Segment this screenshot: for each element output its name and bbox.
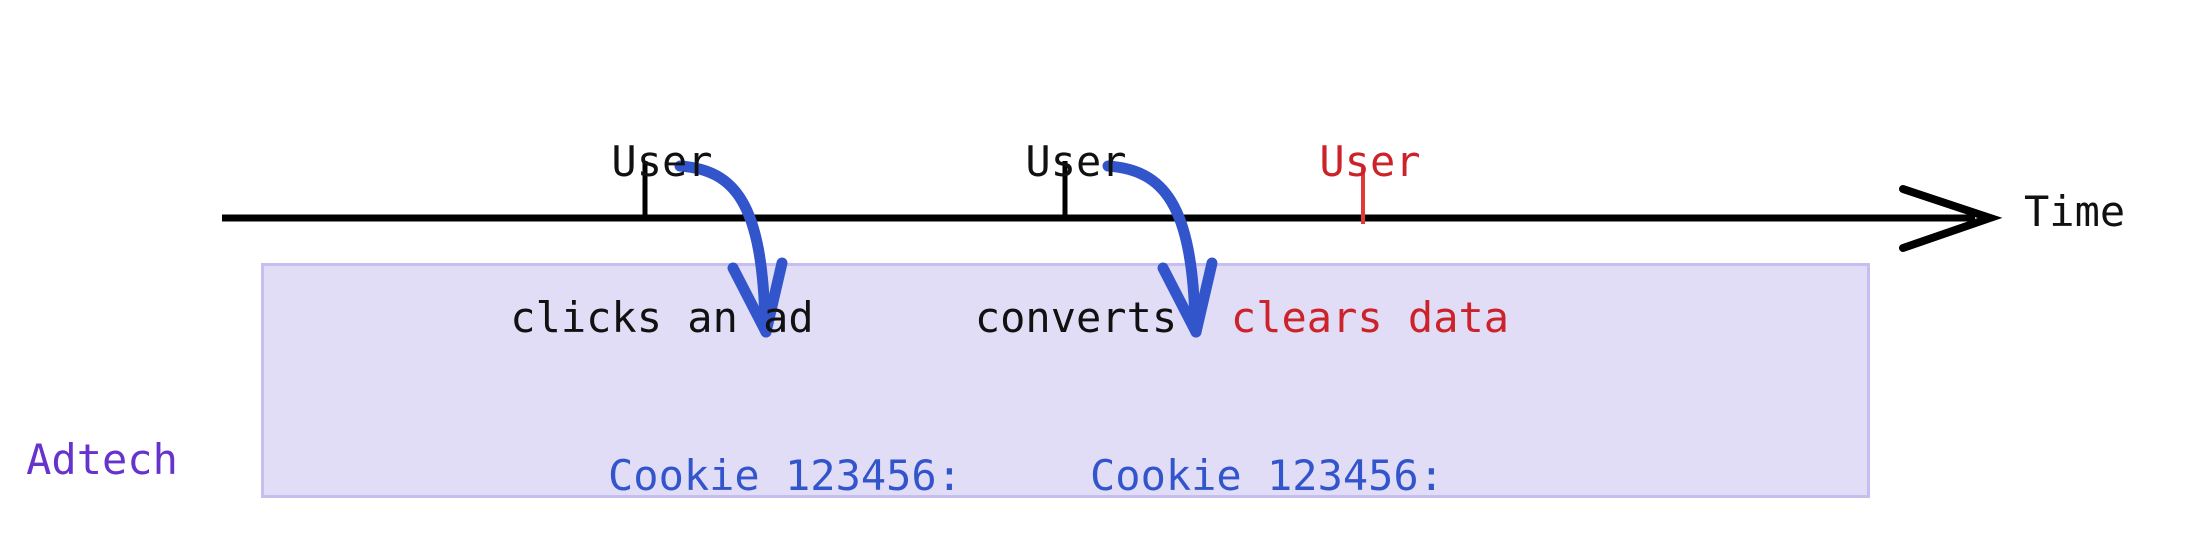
curved-arrow-ad-click — [674, 160, 771, 328]
event-label-conversion-line2: converts — [974, 293, 1178, 342]
log-entry-ad-clicked: Cookie 123456: Ad clicked — [608, 346, 962, 534]
event-label-ad-click-line1: User — [611, 137, 713, 186]
log-entry-converted-line1: Cookie 123456: — [1090, 451, 1445, 500]
log-entry-ad-clicked-line1: Cookie 123456: — [608, 451, 963, 500]
event-label-ad-click: User clicks an ad — [510, 32, 813, 448]
adtech-server-box — [261, 263, 1870, 498]
event-label-clear-data-line2: clears data — [1230, 293, 1510, 342]
timeline-arrowhead-icon — [1899, 185, 2003, 252]
event-label-ad-click-line2: clicks an ad — [510, 293, 814, 342]
event-label-clear-data-line1: User — [1319, 137, 1421, 186]
curved-arrow-ad-click-head-right — [760, 257, 788, 338]
adtech-server-label: Adtech server — [26, 330, 178, 534]
time-axis-label: Time — [2024, 187, 2126, 236]
curved-arrow-conversion-head-left — [1157, 262, 1202, 338]
curved-arrow-conversion-head-right — [1190, 257, 1218, 338]
event-label-conversion: User converts — [975, 32, 1177, 448]
event-label-conversion-line1: User — [1025, 137, 1127, 186]
curved-arrow-conversion — [1102, 160, 1201, 328]
event-label-clear-data: User clears data — [1231, 32, 1509, 448]
adtech-server-label-line1: Adtech — [26, 435, 178, 484]
log-entry-converted: Cookie 123456: Converted — [1090, 346, 1444, 534]
curved-arrow-ad-click-head-left — [727, 262, 772, 338]
